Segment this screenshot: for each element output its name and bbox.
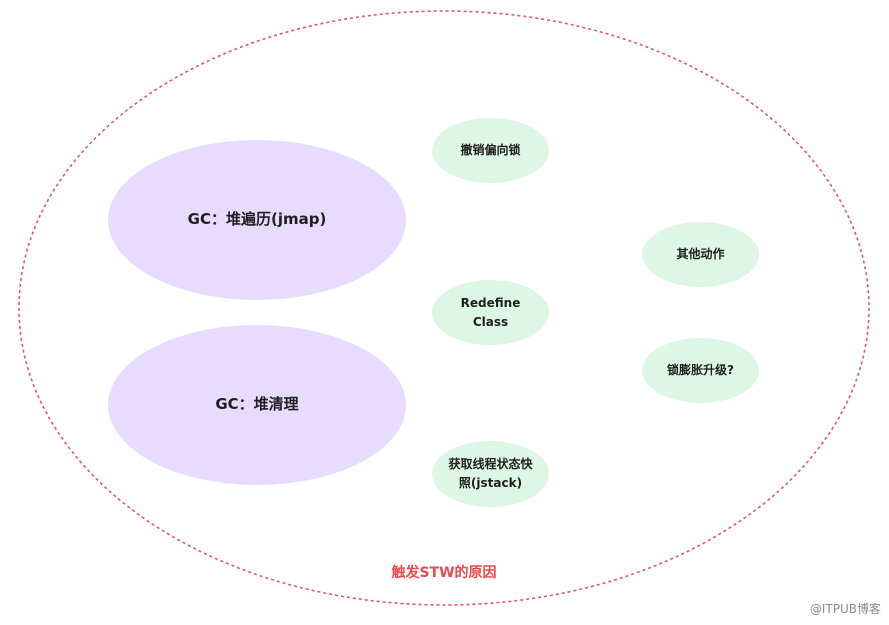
- node-thread-snapshot: 获取线程状态快照(jstack): [432, 441, 549, 507]
- node-other-actions-label: 其他动作: [676, 247, 725, 262]
- node-thread-snapshot-label: 获取线程状态快照(jstack): [448, 457, 533, 490]
- node-redefine-class: Redefine Class: [432, 280, 549, 345]
- node-lock-inflation-label: 锁膨胀升级?: [667, 363, 734, 378]
- diagram-caption: 触发STW的原因: [391, 565, 497, 581]
- watermark: @ITPUB博客: [809, 602, 881, 616]
- node-lock-inflation: 锁膨胀升级?: [642, 338, 759, 403]
- node-gc-heap-traversal-label: GC：堆遍历(jmap): [187, 210, 327, 229]
- node-gc-heap-cleanup-label: GC：堆清理: [215, 395, 299, 414]
- node-redefine-class-label: Redefine Class: [460, 295, 521, 329]
- node-revoke-biased-lock: 撤销偏向锁: [432, 118, 549, 183]
- node-other-actions: 其他动作: [642, 222, 759, 287]
- node-gc-heap-cleanup: GC：堆清理: [108, 325, 406, 485]
- node-gc-heap-traversal: GC：堆遍历(jmap): [108, 140, 406, 300]
- node-revoke-biased-lock-label: 撤销偏向锁: [460, 143, 521, 158]
